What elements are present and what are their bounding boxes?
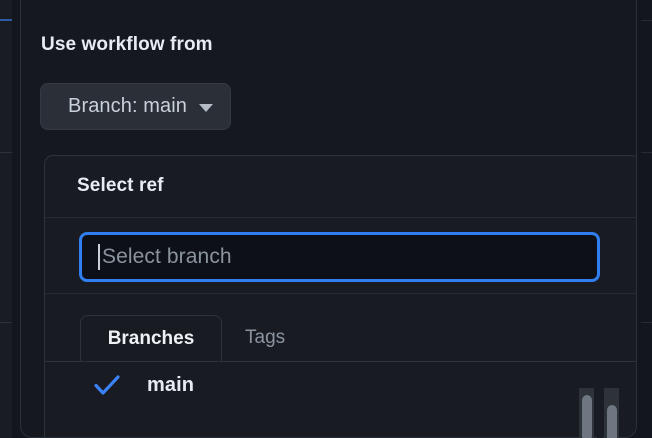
branch-search-input[interactable]: Select branch [79,232,600,282]
tab-branches-label: Branches [107,327,195,349]
text-cursor [98,244,100,270]
page-right-rule-1 [641,20,652,21]
use-workflow-dialog: Use workflow from Branch: main Select re… [20,0,637,438]
branch-selector-button[interactable]: Branch: main [40,83,232,130]
page-left-gutter [0,0,12,438]
select-ref-header: Select ref [45,156,636,218]
page-accent-rule [0,19,12,21]
dialog-title: Use workflow from [41,34,213,55]
tab-underline [45,361,636,362]
tab-tags[interactable]: Tags [245,315,365,361]
branch-list-scrollbar-thumb[interactable] [582,395,592,438]
scrollbar-gap [597,388,603,438]
select-ref-search-area: Select branch [45,218,636,294]
dialog-content: Use workflow from Branch: main Select re… [21,0,636,437]
dialog-scrollbar-thumb[interactable] [607,405,617,438]
page-right-rule-2 [641,152,652,153]
select-ref-panel: Select ref Select branch Branches Tags [44,155,636,437]
tab-tags-label: Tags [245,327,286,348]
page-right-rule-3 [641,322,652,323]
branch-list-scrollbar[interactable] [579,388,594,438]
page-left-rule-2 [0,322,12,323]
chevron-down-icon [199,103,214,112]
branch-search-placeholder: Select branch [102,245,232,268]
tab-branches[interactable]: Branches [80,315,222,361]
ref-tabs: Branches Tags [45,294,636,362]
branch-list-item-main[interactable]: main [45,362,636,408]
branch-list-item-label: main [147,373,195,396]
branch-selector-label: Branch: main [68,95,188,117]
check-icon [94,375,120,395]
dialog-scrollbar[interactable] [604,388,619,438]
page-right-column [641,0,652,438]
page-left-rule-1 [0,152,12,153]
branch-list: main [45,362,636,437]
select-ref-title: Select ref [77,175,164,196]
